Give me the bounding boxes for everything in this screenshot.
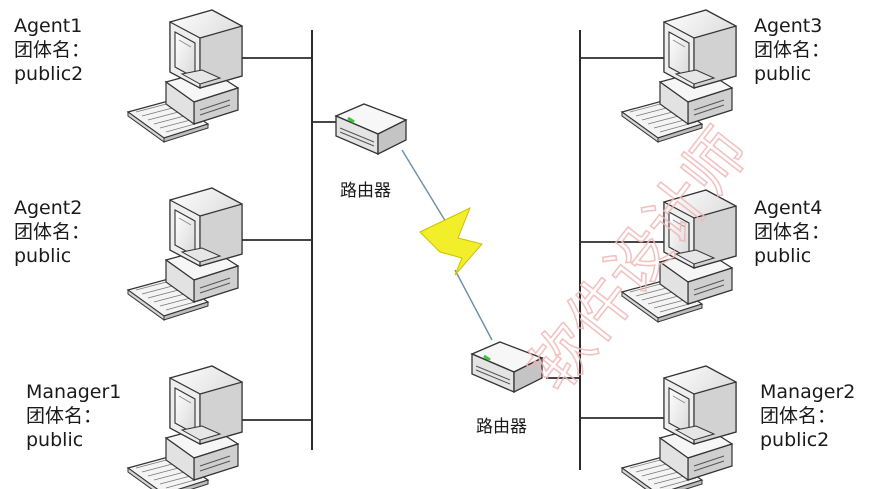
router-icon <box>334 102 408 156</box>
agent2-community: public <box>14 245 72 267</box>
agent4-name: Agent4 <box>754 197 823 219</box>
wan-link-upper <box>401 149 453 233</box>
computer-icon <box>127 187 243 321</box>
agent3-name: Agent3 <box>754 15 823 37</box>
manager2-community-caption: 团体名： <box>760 405 837 427</box>
right-router-label: 路由器 <box>476 417 527 437</box>
agent2-community-caption: 团体名： <box>14 221 91 243</box>
manager1-label: Manager1 团体名： public <box>26 380 121 452</box>
agent1-label: Agent1 团体名： public2 <box>14 14 90 86</box>
computer-icon <box>621 9 737 143</box>
agent4-community-caption: 团体名： <box>754 221 831 243</box>
agent4-community: public <box>754 245 812 267</box>
agent1-community: public2 <box>14 63 84 85</box>
lightning-bolt-icon <box>419 206 483 276</box>
agent3-label: Agent3 团体名： public <box>754 14 830 86</box>
agent1-community-caption: 团体名： <box>14 39 91 61</box>
computer-icon <box>621 365 737 489</box>
agent2-label: Agent2 团体名： public <box>14 196 90 268</box>
manager2-community: public2 <box>760 429 830 451</box>
agent2-name: Agent2 <box>14 197 83 219</box>
agent1-name: Agent1 <box>14 15 83 37</box>
agent3-community-caption: 团体名： <box>754 39 831 61</box>
computer-icon <box>127 365 243 489</box>
manager2-label: Manager2 团体名： public2 <box>760 380 855 452</box>
computer-icon <box>127 9 243 143</box>
manager1-community: public <box>26 429 84 451</box>
agent4-label: Agent4 团体名： public <box>754 196 830 268</box>
manager1-name: Manager1 <box>26 381 122 403</box>
manager1-community-caption: 团体名： <box>26 405 103 427</box>
left-router-label: 路由器 <box>340 181 391 201</box>
manager2-name: Manager2 <box>760 381 856 403</box>
wan-link-lower <box>454 269 493 341</box>
agent3-community: public <box>754 63 812 85</box>
